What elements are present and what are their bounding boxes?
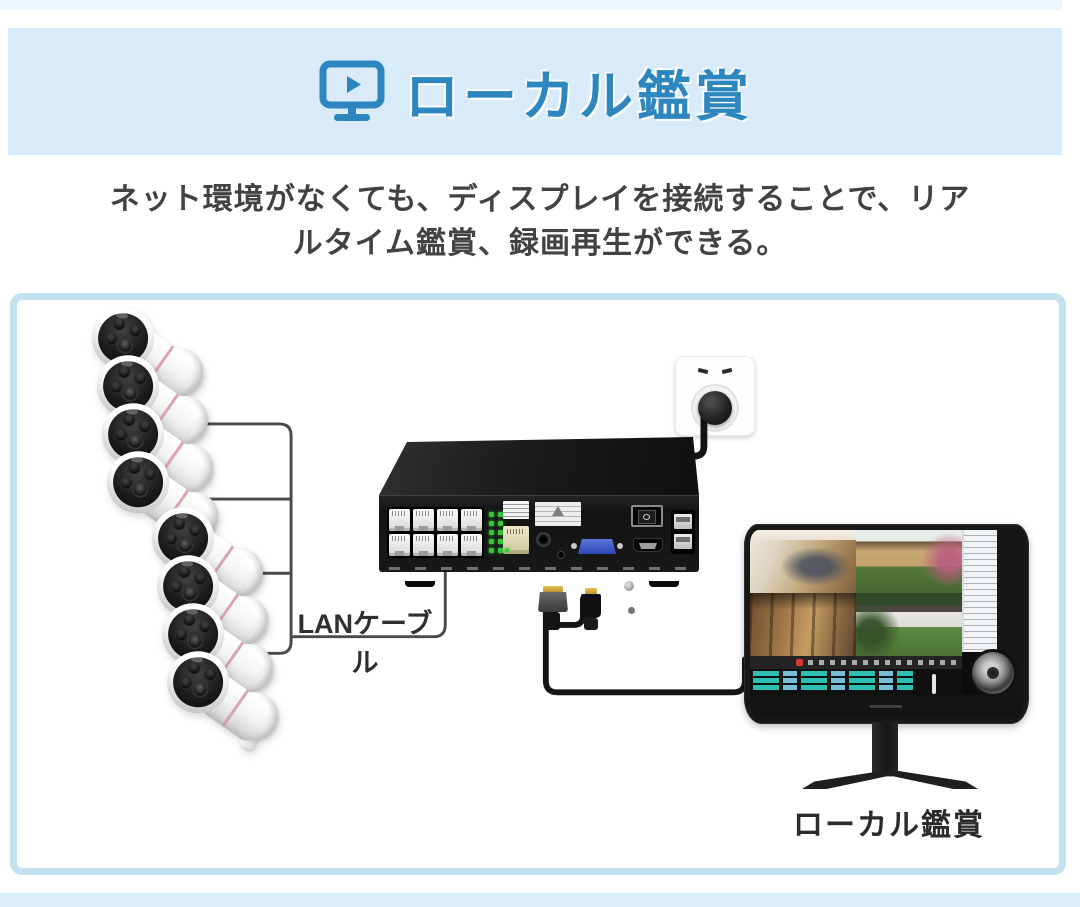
hdmi-shell [581,594,601,618]
scroll-thumb [932,674,936,694]
monitor-play-icon [319,60,385,121]
nvr-usb-ports [671,510,695,554]
lan-port-5 [389,534,410,556]
lan-port-8 [461,534,482,556]
nvr-foot [649,581,679,587]
description-text: ネット環境がなくても、ディスプレイを接続することで、リア ルタイム鑑賞、録画再生… [0,178,1080,265]
camera-feed-backyard [856,593,962,656]
nvr-foot [405,581,435,587]
monitor-bezel [744,524,1029,724]
nvr-status-leds [489,512,503,553]
lan-port-7 [437,534,458,556]
nvr-port-labels [389,567,689,570]
hdmi-connector [579,588,603,630]
lan-port-3 [437,509,458,531]
section-banner: ローカル鑑賞 [8,28,1062,155]
vga-boot [546,612,560,630]
toolbar-icons [808,660,956,665]
lan-wire-to-nvr [291,554,447,639]
nvr-hdmi-port [633,538,663,552]
status-led [489,539,494,544]
vga-connector [535,586,571,632]
status-led [489,512,494,517]
nvr-warning-sticker [535,502,581,526]
camera-feed-house-front [856,530,962,593]
nvr-audio-jack [557,551,565,559]
nvr-lan-ports [387,507,484,558]
camera-feed-living-room [750,530,856,593]
record-icon [796,659,803,666]
status-led [489,521,494,526]
local-view-label: ローカル鑑賞 [793,809,985,842]
next-section-divider [0,893,1080,907]
nvr-recorder [377,430,707,614]
description-line-2: ルタイム鑑賞、録画再生ができる。 [292,226,788,260]
nvr-wan-port [503,526,529,554]
status-led [498,530,503,535]
monitor-stand-base [802,771,978,789]
page-title: ローカル鑑賞 [405,67,753,127]
hdmi-boot [584,618,598,630]
vga-pins [543,586,563,592]
camera-feed-terrace [750,593,856,656]
lan-cable-label: LANケーブル [297,609,433,678]
vga-shell [538,592,568,612]
status-led [498,548,503,553]
event-log-row [753,678,959,683]
monitor-chin [750,695,1023,718]
status-led [489,530,494,535]
hdmi-tip [585,588,597,594]
nvr-front-panel [379,495,699,614]
monitor-stand-neck [872,722,898,776]
monitor [744,524,1029,794]
event-log-row [753,671,959,676]
connection-diagram: LANケーブル ローカル鑑賞 [10,293,1066,875]
status-led [498,539,503,544]
nvr-info-sticker [503,501,529,519]
description-line-1: ネット環境がなくても、ディスプレイを接続することで、リア [109,183,971,216]
av-cable [542,599,748,696]
lan-port-4 [461,509,482,531]
nvr-vga-port [571,538,623,555]
nvr-top-face [379,437,699,495]
power-plug [698,391,732,425]
playback-toolbar [750,656,962,669]
event-log-list [750,669,962,695]
status-led [498,521,503,526]
channel-list-panel [962,530,997,652]
event-log-row [753,685,959,690]
lan-port-2 [413,509,434,531]
status-led [489,548,494,553]
nvr-screws [624,561,699,638]
status-led [498,512,503,517]
jog-dial [972,652,1014,694]
nvr-power-switch [631,505,663,527]
nvr-power-jack [536,532,551,547]
top-section-divider [0,0,1062,10]
monitor-screen [750,530,1023,718]
lan-port-6 [413,534,434,556]
camera-8 [152,639,282,794]
monitor-brand-mark [870,705,902,708]
lan-port-1 [389,509,410,531]
